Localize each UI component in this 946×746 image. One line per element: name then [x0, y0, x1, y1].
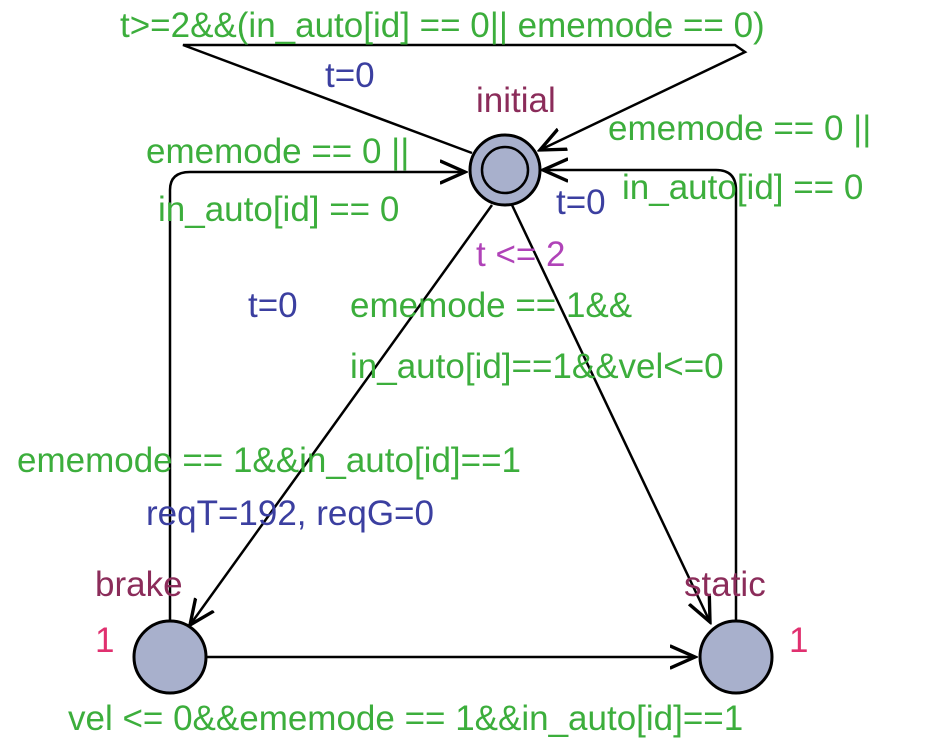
edge-self-loop[interactable] [182, 43, 748, 155]
initial-to-static-guard-line1: ememode == 1&& [350, 286, 632, 325]
location-initial-invariant: t <= 2 [476, 235, 566, 274]
brake-to-initial-guard-line2: in_auto[id] == 0 [158, 190, 399, 229]
location-brake-name: brake [95, 565, 183, 604]
static-to-initial-guard-line1: ememode == 0 || [608, 109, 871, 148]
initial-to-brake-assign: reqT=192, reqG=0 [146, 494, 434, 533]
self-loop-guard: t>=2&&(in_auto[id] == 0|| ememode == 0) [120, 6, 765, 45]
edge-initial-to-brake[interactable] [190, 204, 494, 625]
location-brake[interactable] [132, 619, 208, 695]
brake-to-static-guard: vel <= 0&&ememode == 1&&in_auto[id]==1 [68, 699, 743, 738]
initial-marker [480, 145, 530, 195]
location-static-rate: 1 [789, 621, 808, 660]
static-to-initial-guard-line2: in_auto[id] == 0 [622, 168, 863, 207]
edge-static-to-initial[interactable] [543, 170, 738, 622]
initial-to-brake-guard: ememode == 1&&in_auto[id]==1 [17, 441, 521, 480]
location-static-name: static [684, 565, 766, 604]
brake-to-initial-assign: t=0 [248, 286, 298, 325]
edge-brake-to-initial[interactable] [168, 172, 465, 622]
initial-to-static-guard-line2: in_auto[id]==1&&vel<=0 [350, 347, 724, 386]
static-to-initial-assign: t=0 [556, 183, 606, 222]
location-brake-rate: 1 [95, 621, 114, 660]
location-initial[interactable] [468, 133, 542, 207]
edge-initial-to-static[interactable] [510, 204, 710, 622]
location-initial-name: initial [476, 81, 556, 120]
self-loop-assign: t=0 [325, 56, 375, 95]
brake-to-initial-guard-line1: ememode == 0 || [146, 132, 409, 171]
location-static[interactable] [698, 619, 774, 695]
